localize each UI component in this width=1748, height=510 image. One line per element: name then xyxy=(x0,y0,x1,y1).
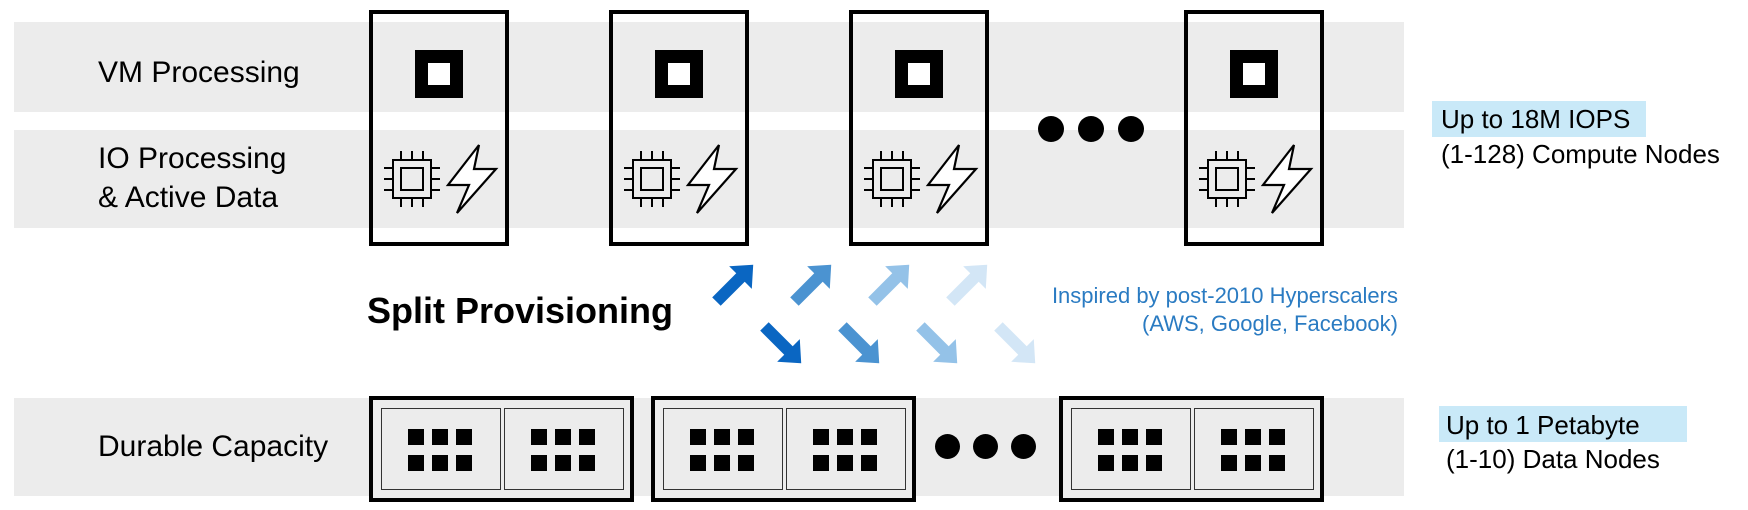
storage-drive xyxy=(663,408,783,490)
up-arrow xyxy=(939,253,999,313)
inspired-line-2: (AWS, Google, Facebook) xyxy=(1142,311,1398,336)
split-provisioning-title: Split Provisioning xyxy=(367,290,674,331)
compute-ellipsis-dots xyxy=(1038,116,1144,142)
up-arrow xyxy=(783,253,843,313)
data-node xyxy=(651,396,916,502)
cpu-chip-icon xyxy=(624,151,680,207)
storage-drive xyxy=(504,408,624,490)
data-node xyxy=(369,396,634,502)
petabyte-text: Up to 1 Petabyte xyxy=(1446,410,1640,440)
compute-node xyxy=(369,10,509,246)
vm-processing-band xyxy=(14,22,1404,112)
lightning-bolt-icon xyxy=(925,144,979,214)
up-arrow xyxy=(705,253,765,313)
storage-drive xyxy=(1194,408,1314,490)
vm-square-icon xyxy=(415,50,463,98)
compute-node xyxy=(1184,10,1324,246)
compute-nodes-text: (1-128) Compute Nodes xyxy=(1441,139,1720,169)
vm-square-icon xyxy=(655,50,703,98)
data-nodes-text: (1-10) Data Nodes xyxy=(1446,444,1660,474)
up-arrow xyxy=(861,253,921,313)
io-processing-label-line1: IO Processing xyxy=(98,142,287,175)
vm-square-icon xyxy=(895,50,943,98)
down-arrow xyxy=(831,315,891,375)
storage-drive xyxy=(1071,408,1191,490)
lightning-bolt-icon xyxy=(445,144,499,214)
cpu-chip-icon xyxy=(1199,151,1255,207)
cpu-chip-icon xyxy=(384,151,440,207)
vm-processing-label: VM Processing xyxy=(98,56,300,89)
cpu-chip-icon xyxy=(864,151,920,207)
data-ellipsis-dots xyxy=(935,434,1037,460)
lightning-bolt-icon xyxy=(685,144,739,214)
compute-node xyxy=(609,10,749,246)
inspired-line-1: Inspired by post-2010 Hyperscalers xyxy=(1051,283,1398,308)
down-arrow xyxy=(909,315,969,375)
iops-highlight xyxy=(1432,101,1646,137)
down-arrow xyxy=(753,315,813,375)
down-arrow xyxy=(987,315,1047,375)
io-processing-label-line2: & Active Data xyxy=(98,181,279,214)
durable-capacity-label: Durable Capacity xyxy=(98,430,329,463)
petabyte-highlight xyxy=(1439,406,1687,442)
storage-drive xyxy=(786,408,906,490)
storage-drive xyxy=(381,408,501,490)
vm-square-icon xyxy=(1230,50,1278,98)
compute-node xyxy=(849,10,989,246)
iops-text: Up to 18M IOPS xyxy=(1441,104,1631,134)
lightning-bolt-icon xyxy=(1260,144,1314,214)
data-node xyxy=(1059,396,1324,502)
